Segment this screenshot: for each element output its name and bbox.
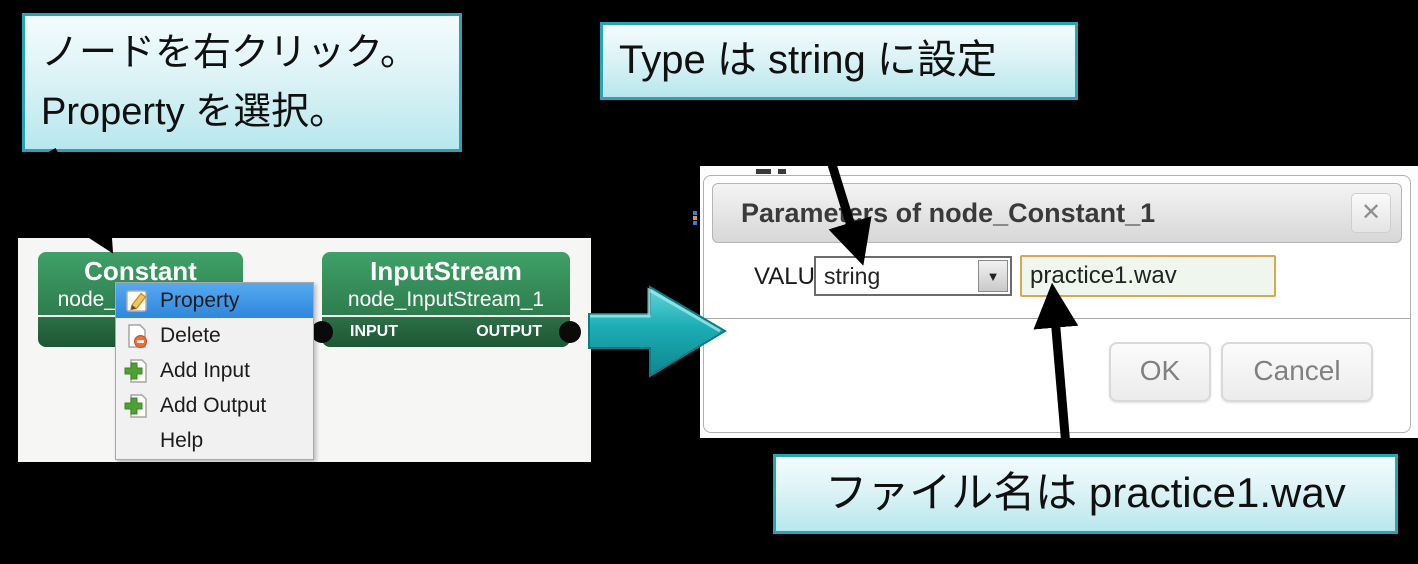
menu-item-add-output[interactable]: Add Output [116, 388, 313, 423]
chevron-down-icon[interactable]: ▼ [978, 260, 1008, 292]
window-remnant [778, 169, 786, 174]
window-remnant [756, 169, 771, 174]
window-remnant [693, 221, 697, 225]
pencil-document-icon [126, 289, 147, 312]
menu-item-label: Delete [160, 323, 221, 347]
flow-editor-panel: Constant node_Constant_1 OUTPUT InputStr… [18, 238, 591, 462]
callout-type-string-note: Type は string に設定 [600, 22, 1078, 100]
dialog-title: Parameters of node_Constant_1 [741, 198, 1156, 228]
annotation-arrow-to-constant-node [48, 147, 114, 254]
callout-filename-note: ファイル名は practice1.wav [773, 454, 1398, 534]
node-header[interactable]: InputStream node_InputStream_1 [322, 252, 570, 315]
menu-item-add-input[interactable]: Add Input [116, 353, 313, 388]
menu-item-label: Property [160, 288, 240, 312]
node-title: Constant [84, 256, 197, 286]
menu-item-label: Add Input [160, 358, 250, 382]
menu-item-label: Help [160, 428, 204, 452]
menu-item-help[interactable]: Help [116, 423, 313, 458]
callout-text: Type は string に設定 [619, 38, 997, 82]
dialog-header[interactable]: Parameters of node_Constant_1 ✕ [712, 183, 1402, 243]
window-remnant [693, 216, 697, 220]
callout-line: Property を選択。 [41, 90, 348, 133]
node-inputstream[interactable]: InputStream node_InputStream_1 INPUT OUT… [322, 252, 570, 347]
input-port-label: INPUT [350, 323, 398, 340]
add-document-icon [124, 358, 147, 383]
delete-document-icon [128, 323, 147, 348]
input-port[interactable] [311, 321, 333, 343]
callout-text: ファイル名は practice1.wav [825, 469, 1346, 516]
annotation-arrow-to-value-input [1033, 282, 1079, 459]
type-select[interactable]: string ▼ [814, 256, 1012, 296]
node-title: InputStream [370, 256, 522, 286]
cancel-button[interactable]: Cancel [1221, 342, 1373, 402]
callout-right-click-note: ノードを右クリック。 Property を選択。 [22, 13, 462, 152]
output-port-label: OUTPUT [476, 323, 542, 340]
output-port[interactable] [559, 321, 581, 343]
menu-icon-spacer [124, 428, 150, 454]
annotation-arrow-to-type-select [808, 101, 872, 266]
big-step-arrow [588, 285, 727, 378]
callout-line: ノードを右クリック。 [41, 32, 418, 74]
node-ports-bar: INPUT OUTPUT [322, 317, 570, 347]
node-context-menu: Property Delete Add Input [115, 282, 314, 460]
type-select-value: string [824, 263, 881, 289]
add-document-icon [124, 393, 147, 418]
menu-item-property[interactable]: Property [116, 283, 313, 318]
window-remnant [693, 211, 697, 215]
menu-item-label: Add Output [160, 393, 267, 417]
node-name: node_InputStream_1 [347, 288, 545, 311]
menu-item-delete[interactable]: Delete [116, 318, 313, 353]
close-icon[interactable]: ✕ [1351, 193, 1391, 233]
ok-button[interactable]: OK [1109, 342, 1211, 402]
